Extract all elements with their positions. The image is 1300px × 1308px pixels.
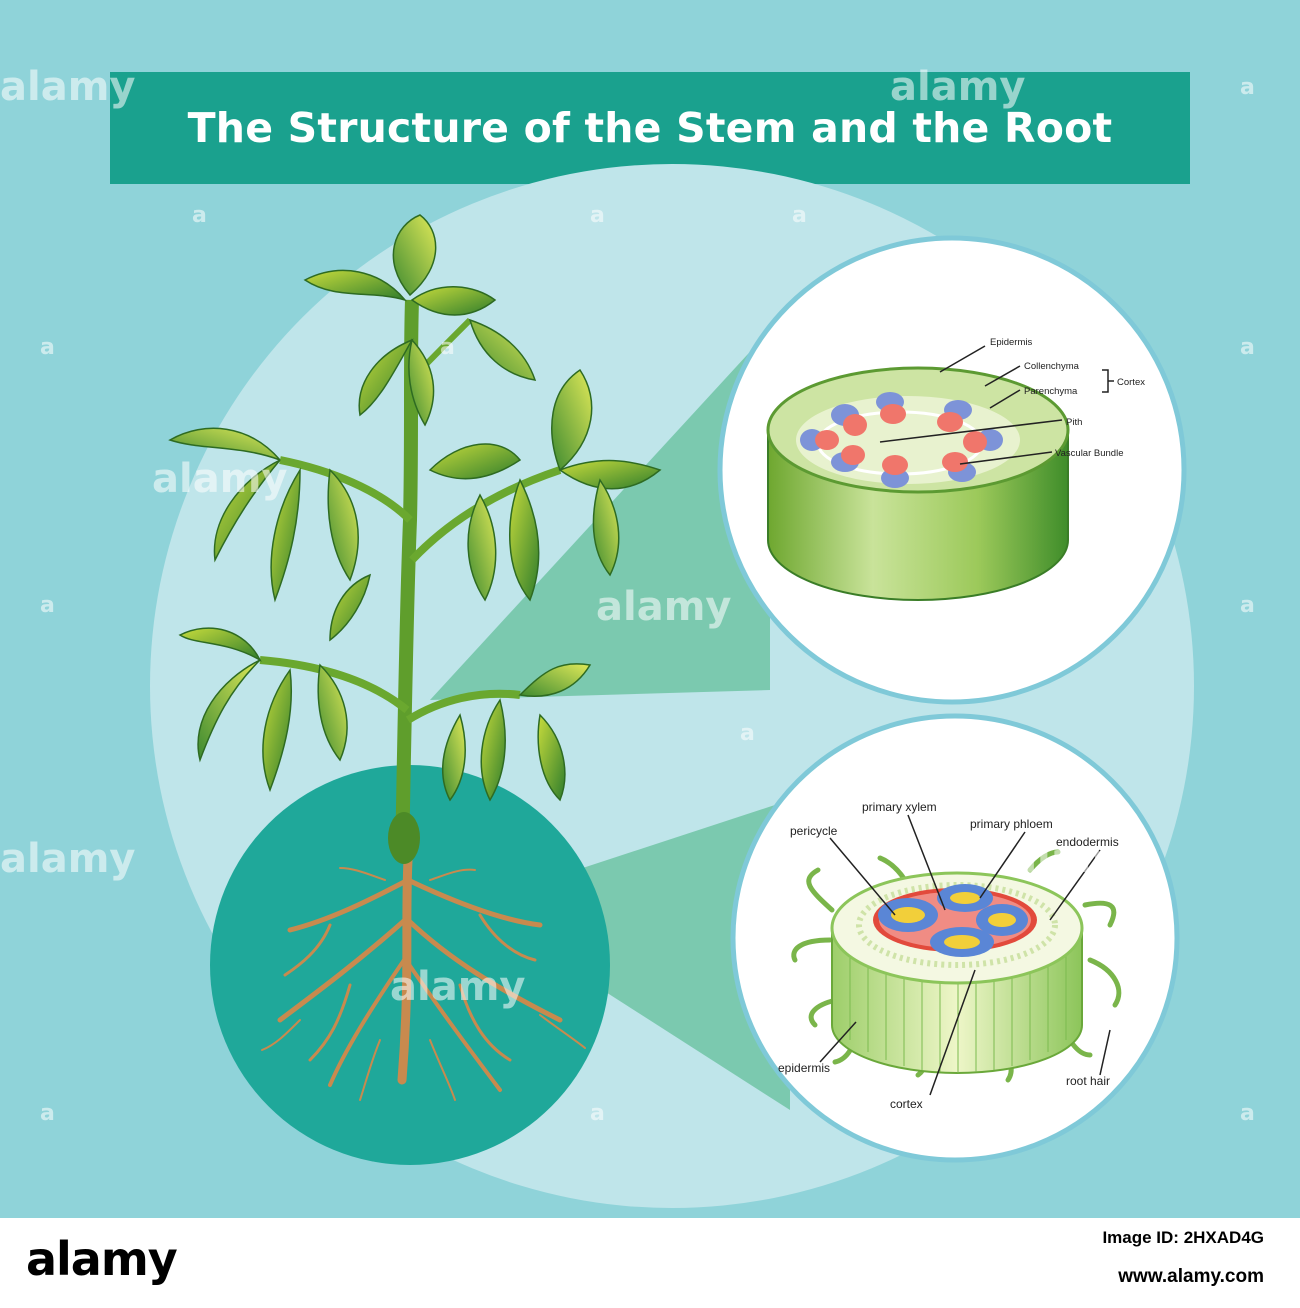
root-label-primary-xylem: primary xylem xyxy=(862,800,937,814)
footer-image-id: Image ID: 2HXAD4G xyxy=(1102,1228,1264,1247)
watermark-text: alamy xyxy=(0,64,135,110)
root-label-endodermis: endodermis xyxy=(1056,835,1119,849)
watermark-small: a xyxy=(792,203,807,228)
watermark-small: a xyxy=(740,721,755,746)
footer-url[interactable]: www.alamy.com xyxy=(1118,1266,1264,1287)
watermark-text: alamy xyxy=(152,456,287,502)
root-label-root-hair: root hair xyxy=(1066,1074,1110,1088)
page-title: The Structure of the Stem and the Root xyxy=(187,104,1113,152)
watermark-text: alamy xyxy=(596,584,731,630)
stem-label-epidermis: Epidermis xyxy=(990,337,1032,348)
root-label-epidermis: epidermis xyxy=(778,1061,830,1075)
vascular-bundles xyxy=(800,392,1003,488)
watermark-small: a xyxy=(1240,335,1255,360)
root-vascular-tissue xyxy=(878,884,1028,957)
root-zoom-beam xyxy=(470,800,790,1110)
watermark-text: alamy xyxy=(890,64,1025,110)
root-leader-lines xyxy=(819,814,1111,1096)
watermark-small: a xyxy=(192,203,207,228)
watermark-small: a xyxy=(440,335,455,360)
watermarks: alamy alamy alamy alamy alamy alamy alam… xyxy=(0,64,1255,1126)
watermark-small: a xyxy=(590,203,605,228)
watermark-text: alamy xyxy=(0,836,135,882)
plant-leaves xyxy=(168,214,662,802)
stem-label-cortex: Cortex xyxy=(1117,377,1145,388)
stem-label-vascular-bundle: Vascular Bundle xyxy=(1055,448,1123,459)
footer-logo: alamy xyxy=(26,1232,178,1286)
stem-label-pith: Pith xyxy=(1066,417,1082,428)
watermark-small: a xyxy=(1240,75,1255,100)
stem-label-collenchyma: Collenchyma xyxy=(1024,361,1080,372)
footer-bar: alamy Image ID: 2HXAD4G www.alamy.com xyxy=(0,1218,1300,1308)
watermark-small: a xyxy=(590,1101,605,1126)
diagram-canvas: Epidermis Collenchyma Parenchyma Cortex … xyxy=(0,64,1255,1208)
root-cross-section: primary xylem pericycle primary phloem e… xyxy=(730,713,1180,1163)
root-label-pericycle: pericycle xyxy=(790,824,838,838)
stem-leader-lines xyxy=(879,345,1114,465)
stem-label-parenchyma: Parenchyma xyxy=(1024,386,1078,397)
watermark-small: a xyxy=(40,593,55,618)
watermark-small: a xyxy=(1240,593,1255,618)
root-label-cortex: cortex xyxy=(890,1097,923,1111)
watermark-text: alamy xyxy=(390,964,525,1010)
stem-cross-section: Epidermis Collenchyma Parenchyma Cortex … xyxy=(717,235,1187,705)
watermark-small: a xyxy=(40,1101,55,1126)
watermark-text: alamy xyxy=(1010,836,1145,882)
watermark-small: a xyxy=(40,335,55,360)
plant-roots xyxy=(261,855,586,1101)
root-label-primary-phloem: primary phloem xyxy=(970,817,1053,831)
watermark-small: a xyxy=(1240,1101,1255,1126)
